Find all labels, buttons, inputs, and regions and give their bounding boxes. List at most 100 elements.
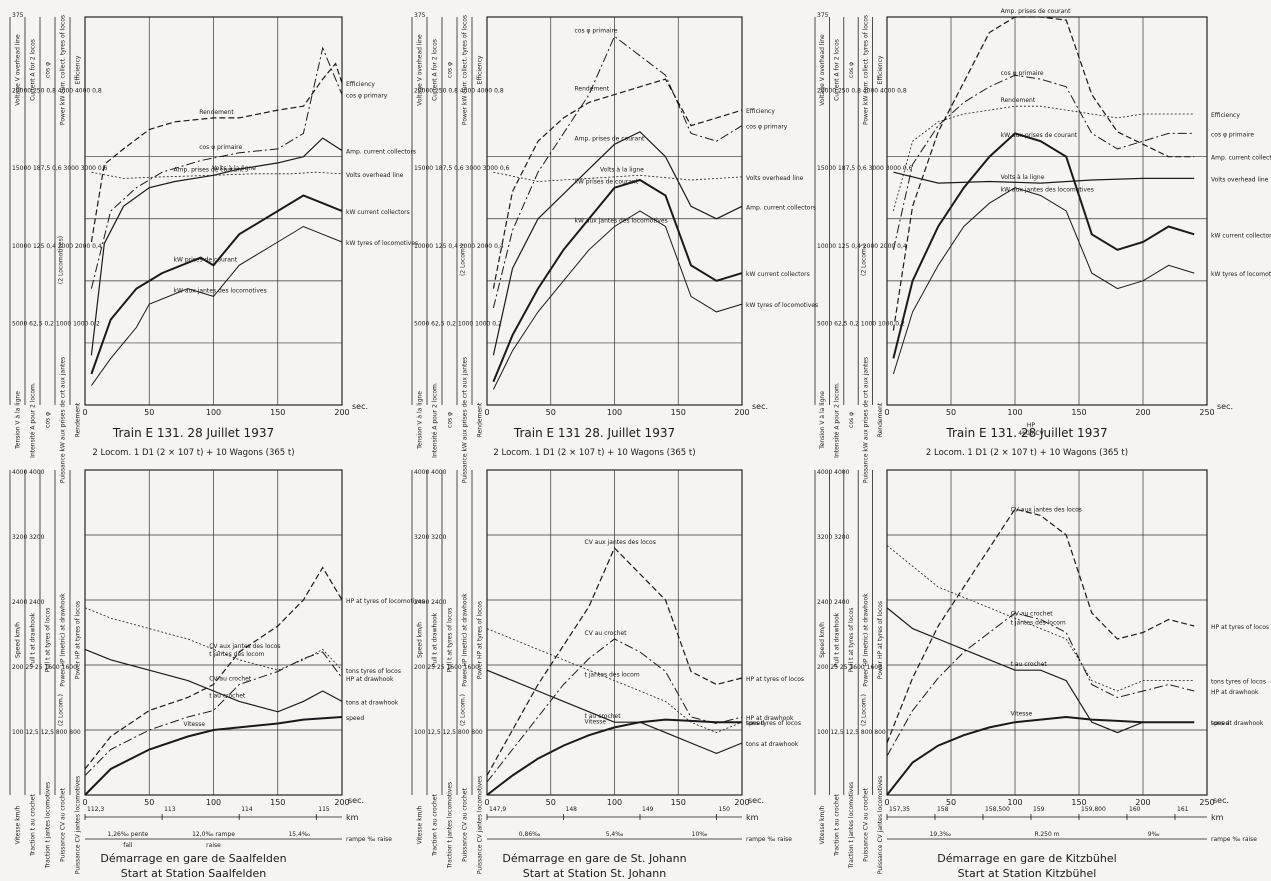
bottom-series-label: speed	[346, 715, 364, 722]
top-x-tick-label: 50	[546, 408, 556, 417]
top-y-tick-label: 10000 125 0,4 2000 2000 0,4	[414, 243, 504, 250]
top-series-label: kW tyres of locomotives	[746, 302, 818, 309]
bottom-plot-frame	[886, 469, 1208, 796]
top-series-line	[893, 171, 1195, 184]
panel-subtitle: 2 Locom. 1 D1 (2 × 107 t) + 10 Wagons (3…	[926, 448, 1128, 458]
top-unit-note: (2 Locomotives)	[58, 236, 65, 284]
top-y-tick-label: 10000 125 0,4 2000 2000 0,4	[817, 243, 907, 250]
bottom-series-label-fr: Vitesse	[184, 721, 206, 728]
top-axis-header: Efficiency	[75, 55, 82, 84]
bottom-series-line	[486, 669, 743, 755]
top-series-label-fr: kW aux prises de courant	[1001, 132, 1078, 139]
top-series-line	[492, 210, 743, 390]
top-x-tick-label: 250	[1199, 408, 1214, 417]
bottom-series-label-fr: t au crochet	[1011, 661, 1048, 668]
km-label: km	[746, 813, 759, 822]
top-series-label: cos φ primary	[346, 93, 388, 100]
panel-caption-en: Start at Station St. Johann	[523, 867, 666, 880]
bottom-series-line	[84, 716, 343, 796]
bottom-y-tick-label: 2400 2400	[817, 599, 850, 606]
bottom-x-tick-label: 150	[270, 798, 285, 807]
bottom-series-label: HP at drawhook	[346, 676, 394, 683]
top-series-line	[492, 131, 743, 356]
gradient-axis-label: rampe ‰ raise	[346, 836, 392, 843]
km-tick-label: 114	[241, 806, 253, 813]
top-x-axis-label: sec.	[1217, 402, 1233, 411]
panel-subtitle: 2 Locom. 1 D1 (2 × 107 t) + 10 Wagons (3…	[493, 448, 695, 458]
top-axis-header-fr: cos φ	[45, 412, 52, 428]
top-x-tick-label: 200	[334, 408, 349, 417]
top-series-label: Amp. current collectors	[346, 148, 416, 155]
top-series-label: cos φ primaire	[1211, 131, 1254, 138]
top-axis-header: Voltage V overhead line	[15, 34, 22, 106]
bottom-axis-header-fr: Puissance CV jantes locomotives	[877, 776, 884, 874]
top-y-tick-label: 5000 62,5 0,2 1000 1000 0,2	[817, 320, 905, 327]
top-axis-header-fr: Rendement	[877, 402, 884, 437]
top-y-tick-label: 20000 250 0,8 4000 4000 0,8	[12, 88, 102, 95]
bottom-y-tick-label: 3200 3200	[817, 534, 850, 541]
top-series-label-fr: kW aux jantes des locomotives	[575, 218, 668, 225]
bottom-series-label: speed	[1211, 720, 1229, 727]
top-series-label: Volts overhead line	[746, 175, 804, 182]
bottom-axis-header: Speed km/h	[819, 622, 826, 658]
bottom-series-label: tons tyres of locos	[746, 720, 801, 727]
top-series-label-fr: cos φ primaire	[575, 27, 618, 34]
gradient-value: 9‰	[1148, 831, 1160, 838]
bottom-y-tick-label: 4000 4000	[817, 469, 850, 476]
bottom-series-label: tons tyres of locos	[1211, 679, 1266, 686]
top-series-label: kW current collectors	[746, 271, 810, 278]
top-series-label: Efficiency	[1211, 112, 1240, 119]
bottom-series-line	[886, 612, 1195, 757]
top-series-label: Amp. current collectors	[746, 204, 816, 211]
top-series-line	[91, 171, 343, 179]
bottom-axis-header-fr: Puissance CV jantes locomotives	[477, 776, 484, 874]
top-axis-header: Current A for 2 locos	[432, 39, 439, 101]
panel-caption-fr: Démarrage en gare de Saalfelden	[100, 852, 286, 865]
top-axis-header-fr: Rendement	[75, 402, 82, 437]
top-series-label: Efficiency	[346, 81, 375, 88]
panel-title: Train E 131. 28 Juillet 1937	[112, 426, 274, 440]
bottom-y-tick-label: 200 25 25 1600 1600	[414, 664, 479, 671]
bottom-axis-header-fr: Traction t jantes locomotives	[848, 782, 855, 869]
top-y-tick-label: 15000 187,5 0,6 3000 3000 0,6	[817, 165, 913, 172]
km-tick-label: 159	[1033, 806, 1045, 813]
bottom-x-tick-label: 50	[144, 798, 154, 807]
top-axis-header-fr: cos φ	[848, 412, 855, 428]
top-series-label: kW tyres of locomotives	[346, 240, 418, 247]
bottom-x-axis-label: sec.	[1213, 796, 1229, 805]
top-axis-header: Efficiency	[477, 55, 484, 84]
top-series-line	[892, 16, 1195, 331]
top-y-tick-label: 375	[817, 12, 829, 19]
top-series-label: cos φ primary	[746, 124, 788, 131]
bottom-series-label-fr: t au crochet	[585, 713, 622, 720]
bottom-series-line	[486, 638, 743, 783]
gradient-value: R.250 m	[1034, 831, 1059, 838]
top-series-label: kW tyres of locomotives	[1211, 271, 1271, 278]
bottom-axis-header: Power HP at tyres of locos	[477, 601, 484, 679]
top-axis-header-fr: Tension V à la ligne	[417, 391, 424, 450]
top-x-tick-label: 50	[946, 408, 956, 417]
gradient-axis-label: rampe ‰ raise	[746, 836, 792, 843]
bottom-series-line	[84, 607, 343, 671]
top-axis-header-fr: Intensité A pour 2 locom.	[834, 382, 841, 458]
bottom-x-tick-label: 150	[671, 798, 686, 807]
bottom-axis-header: Power HP (metric) at drawhook	[462, 593, 469, 687]
gradient-value: 0,86‰	[519, 831, 540, 838]
gradient-value: 1,26‰ pente	[107, 831, 148, 838]
top-series-label: Volts overhead line	[1211, 176, 1269, 183]
bottom-axis-header: Pull t at drawhook	[834, 612, 841, 667]
top-series-label-fr: Rendement	[199, 109, 234, 116]
top-series-label-fr: cos φ primaire	[1001, 70, 1044, 77]
km-tick-label: 112,3	[87, 806, 104, 813]
gradient-value: 15,4‰	[288, 831, 309, 838]
